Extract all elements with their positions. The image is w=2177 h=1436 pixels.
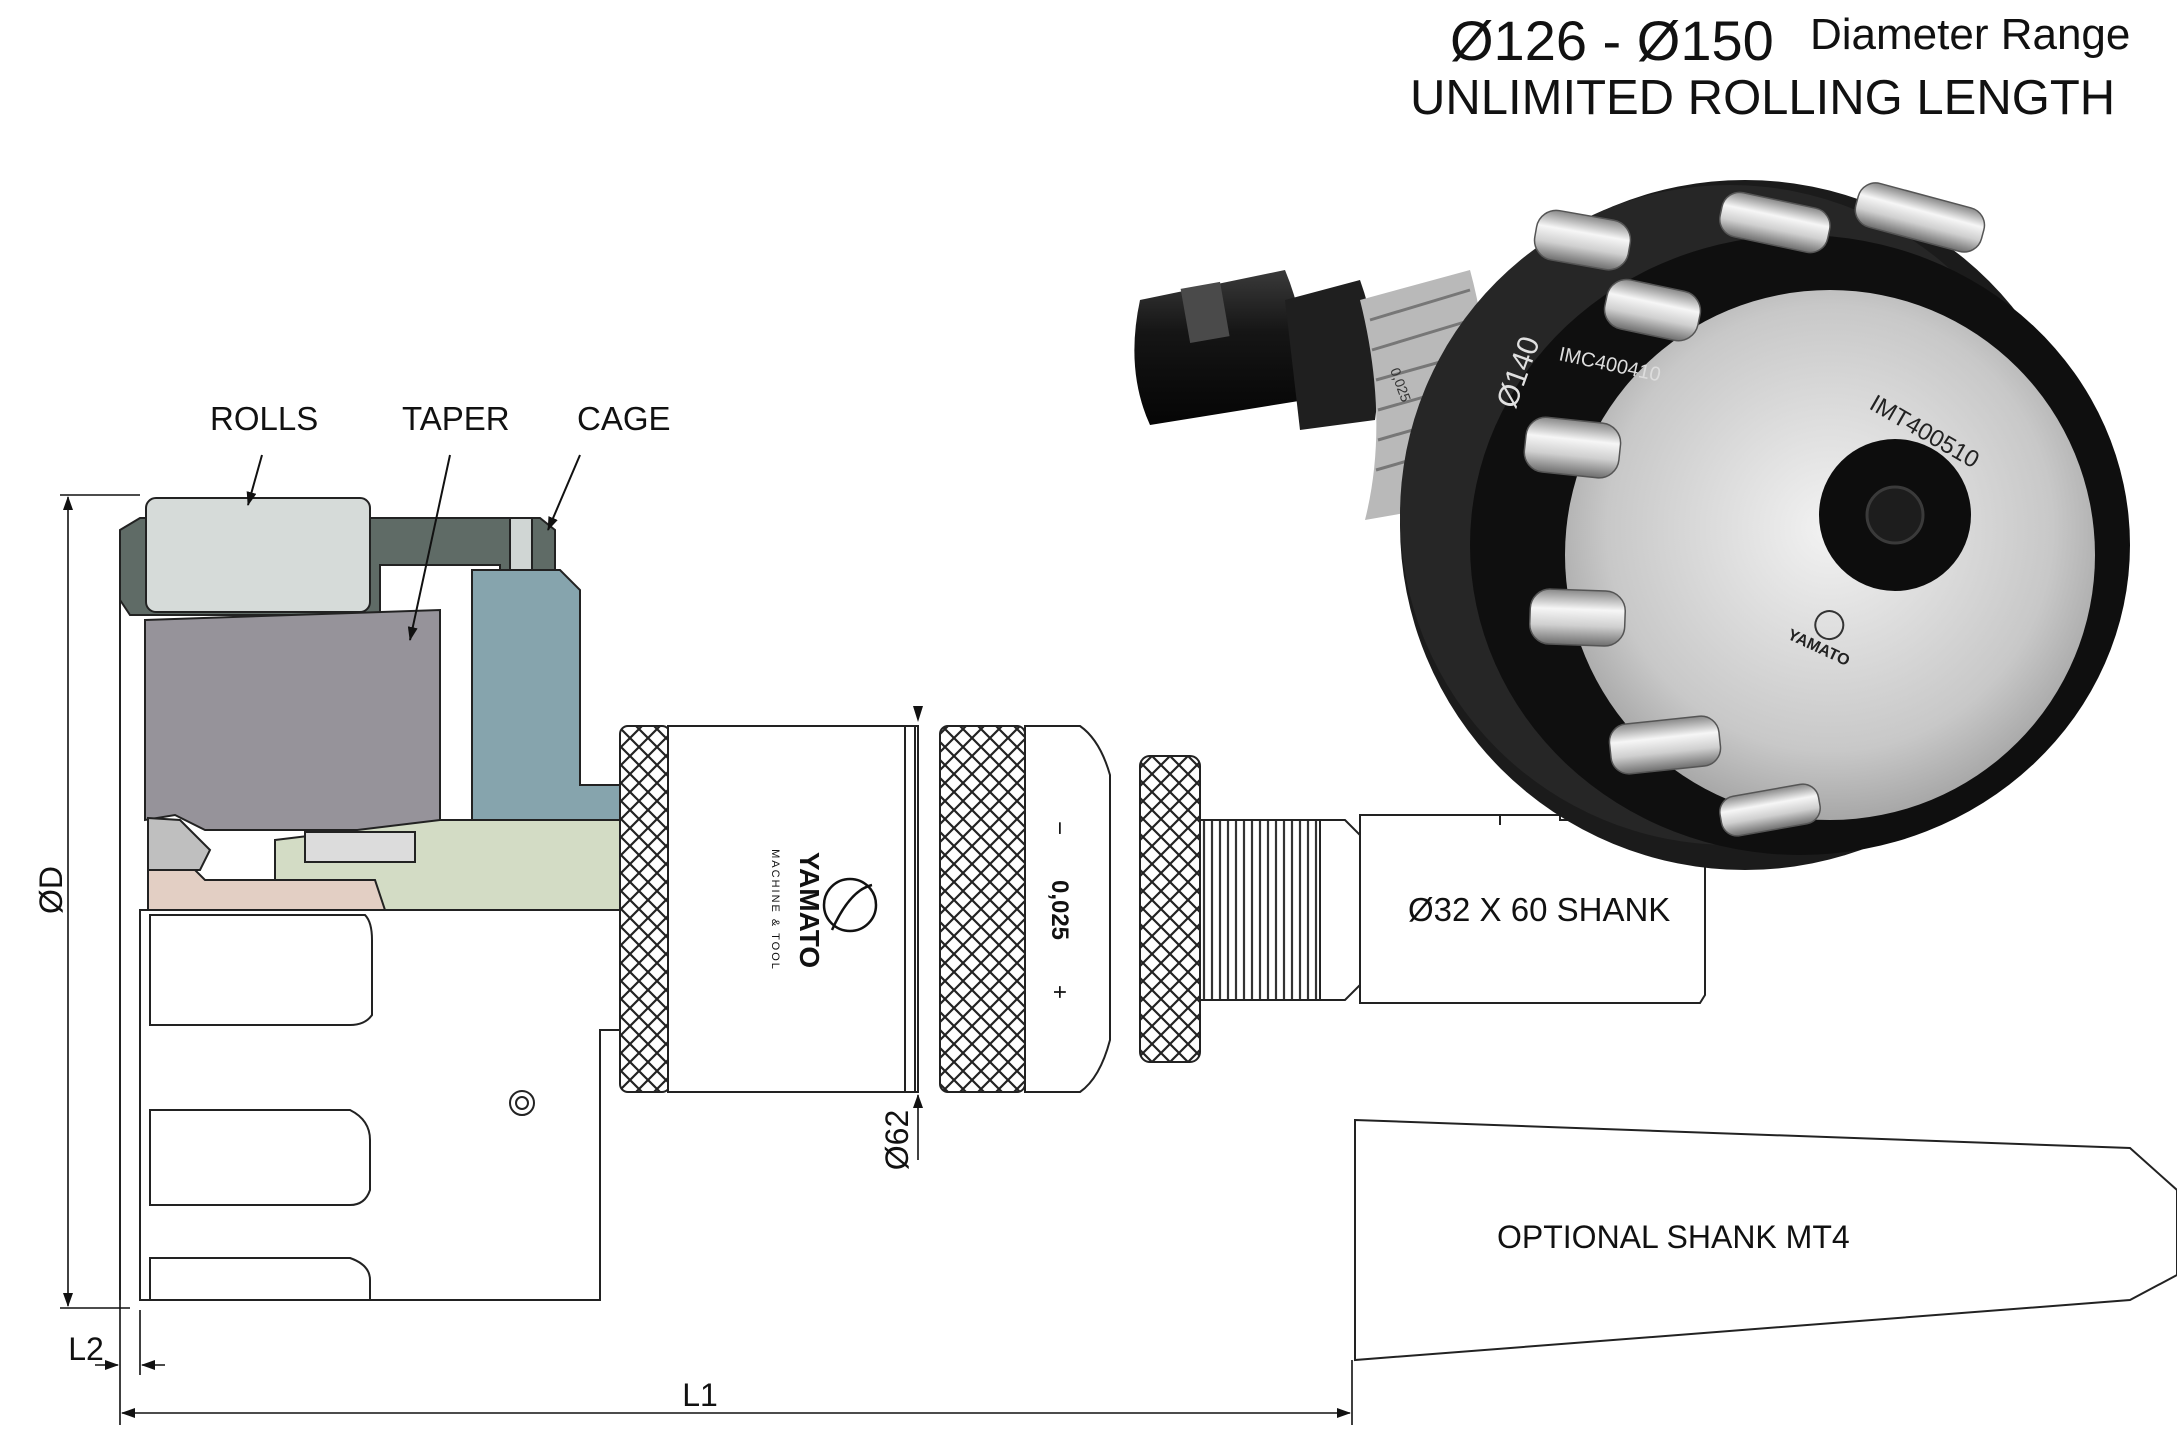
- diameter-range-value: Ø126 - Ø150: [1450, 9, 1774, 72]
- optional-shank-mt4: [1354, 1118, 2177, 1362]
- lower-roll-2: [149, 1109, 371, 1206]
- housing-part: [471, 569, 621, 821]
- shank-label: Ø32 X 60 SHANK: [1408, 891, 1670, 928]
- threaded-section: [1199, 819, 1321, 1001]
- knurl-ring-mid: [939, 725, 1026, 1093]
- rolling-length-heading: UNLIMITED ROLLING LENGTH: [1410, 71, 2116, 125]
- diameter-range-label: Diameter Range: [1810, 10, 2131, 59]
- product-render: 0,025 Ø140 IMC400410: [1134, 180, 2130, 870]
- taper-callout: TAPER: [402, 400, 510, 437]
- rolls-leader: [246, 454, 263, 506]
- sleeve-brand: YAMATO: [794, 852, 825, 968]
- l1-dim-label: L1: [682, 1377, 718, 1413]
- tool-section-view: [119, 497, 626, 1301]
- adjust-mark: − 0,025 +: [1046, 821, 1073, 999]
- l2-dim-label: L2: [68, 1331, 104, 1367]
- taper-leader: [407, 454, 451, 641]
- render-roll: [1608, 715, 1722, 775]
- lower-roll-3: [149, 1257, 371, 1301]
- render-roll: [1523, 416, 1622, 479]
- adjust-value: 0,025: [1046, 880, 1073, 940]
- sleeve-branding: YAMATO MACHINE & TOOL: [769, 849, 825, 971]
- roll-part: [145, 497, 371, 613]
- dimension-lines: [60, 494, 1353, 1425]
- set-screw: [509, 1090, 535, 1116]
- adjust-plus: +: [1046, 985, 1073, 999]
- render-roll: [1528, 588, 1626, 647]
- callout-leaders: [246, 454, 581, 641]
- optional-shank-label: OPTIONAL SHANK MT4: [1497, 1219, 1850, 1255]
- render-rear-shank: [1134, 270, 1306, 425]
- rolls-callout: ROLLS: [210, 400, 318, 437]
- render-roll: [1854, 182, 1986, 253]
- neck-dim-label: Ø62: [879, 1110, 915, 1170]
- sleeve-brand-sub: MACHINE & TOOL: [769, 849, 781, 971]
- sleeve-logo: [822, 877, 878, 933]
- adjust-minus: −: [1046, 821, 1073, 835]
- adjuster-sleeve: [667, 725, 919, 1093]
- graduated-collar: [1024, 725, 1111, 1093]
- diameter-dim-label: ØD: [33, 866, 69, 914]
- cage-leader: [547, 454, 581, 531]
- knurl-ring-right: [1139, 755, 1201, 1063]
- taper-part: [144, 608, 441, 831]
- render-roll: [1533, 209, 1632, 271]
- render-roll: [1719, 783, 1821, 837]
- cage-callout: CAGE: [577, 400, 671, 437]
- knurl-ring-left: [619, 725, 671, 1093]
- render-face: [1565, 290, 2095, 820]
- arbor-insert: [304, 831, 416, 863]
- render-roll: [1719, 191, 1831, 254]
- render-roll: [1603, 278, 1702, 342]
- lower-roll-1: [149, 914, 373, 1026]
